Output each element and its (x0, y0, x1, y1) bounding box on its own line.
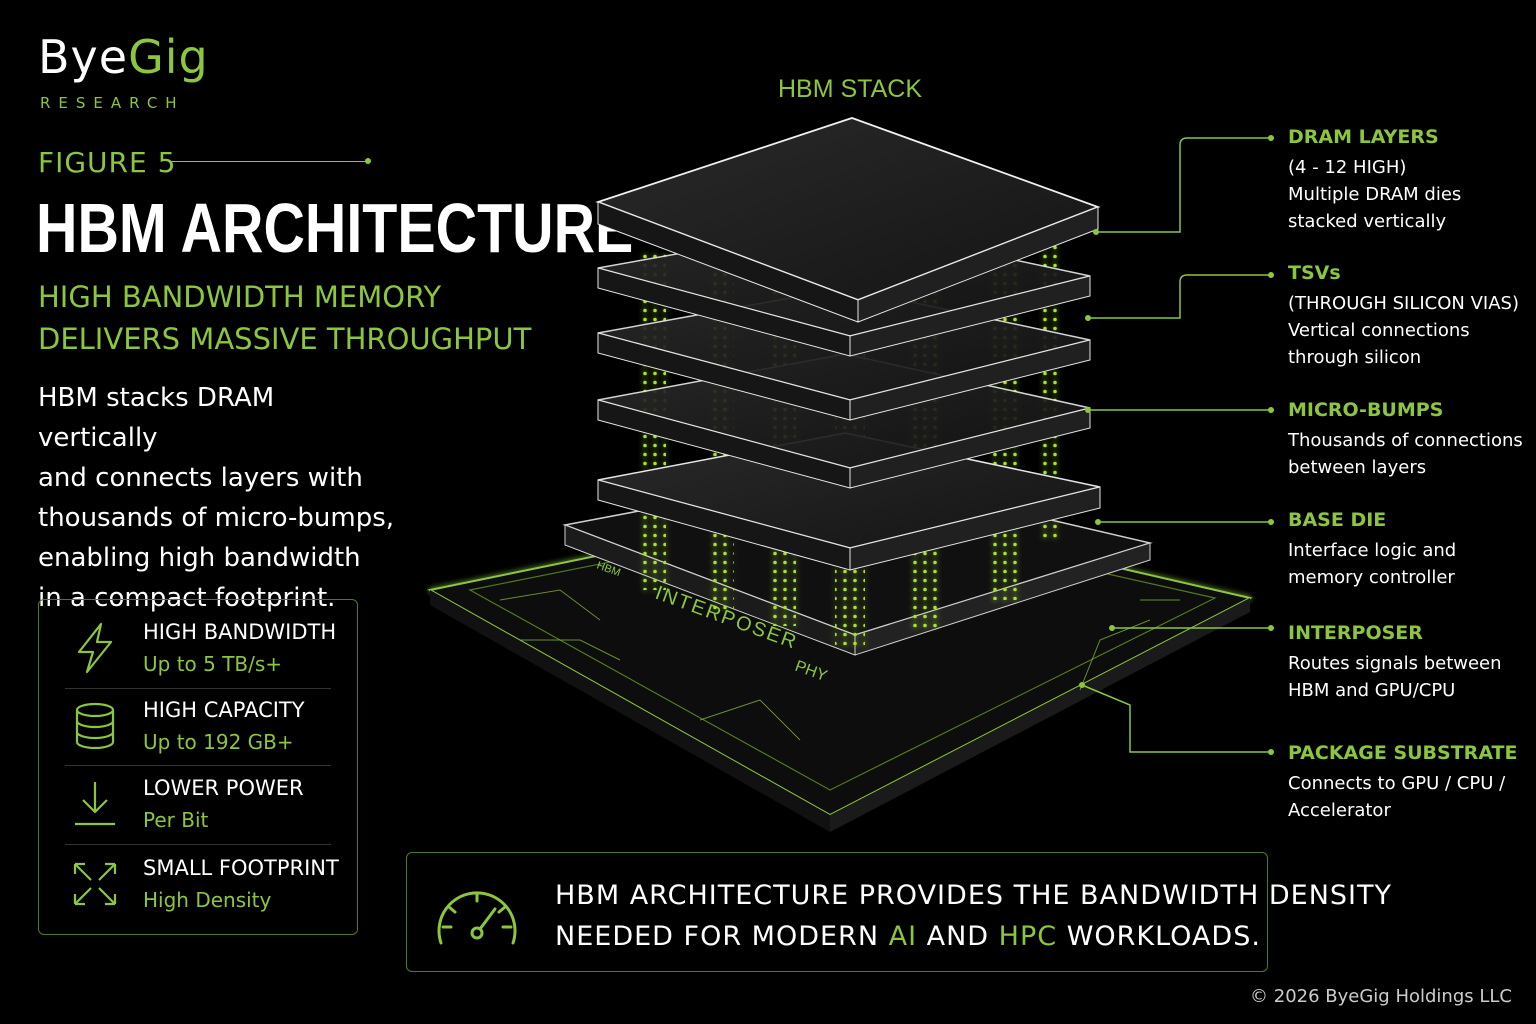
lightning-icon (77, 622, 113, 674)
brand-word-part1: Bye (38, 30, 129, 84)
callout-line: Connects to GPU / CPU / (1288, 773, 1506, 794)
banner-highlight-ai: AI (888, 921, 918, 952)
callout-line: through silicon (1288, 347, 1422, 368)
figure-label: FIGURE 5 (38, 146, 177, 179)
feature-item: HIGH BANDWIDTH Up to 5 TB/s+ (65, 610, 336, 686)
callout-dram-layers: DRAM LAYERS (4 - 12 HIGH) Multiple DRAM … (1288, 126, 1528, 235)
feature-title: SMALL FOOTPRINT (143, 856, 339, 880)
banner-text-part: NEEDED FOR MODERN (555, 921, 889, 952)
callout-title: BASE DIE (1288, 509, 1387, 531)
figure-divider (170, 161, 368, 162)
arrow-down-icon (75, 782, 115, 826)
banner-text: HBM ARCHITECTURE PROVIDES THE BANDWIDTH … (555, 875, 1392, 957)
description-line: and connects layers with (38, 463, 363, 493)
callout-line: (4 - 12 HIGH) (1288, 157, 1407, 178)
feature-detail: Up to 5 TB/s+ (143, 652, 283, 676)
callout-interposer: INTERPOSER Routes signals between HBM an… (1288, 622, 1528, 704)
callout-line: HBM and GPU/CPU (1288, 680, 1456, 701)
speedometer-icon (437, 891, 517, 945)
feature-divider (65, 844, 331, 845)
callout-line: stacked vertically (1288, 211, 1447, 232)
figure-divider-dot (365, 158, 371, 164)
stack-title: HBM STACK (778, 75, 922, 103)
feature-item: HIGH CAPACITY Up to 192 GB+ (65, 688, 331, 764)
callout-line: Accelerator (1288, 800, 1391, 821)
brand-word-part2: Gig (128, 30, 209, 84)
description: HBM stacks DRAM vertically and connects … (38, 378, 398, 618)
banner-text-part: WORKLOADS. (1057, 921, 1261, 952)
callout-title: MICRO-BUMPS (1288, 399, 1444, 421)
dram-layer-top (595, 117, 1101, 323)
banner-line: NEEDED FOR MODERN AI AND HPC WORKLOADS. (555, 916, 1392, 957)
callout-line: Interface logic and (1288, 540, 1457, 561)
callout-micro-bumps: MICRO-BUMPS Thousands of connections bet… (1288, 399, 1528, 481)
callout-line: Vertical connections (1288, 320, 1470, 341)
subtitle-line: HIGH BANDWIDTH MEMORY (38, 280, 442, 314)
banner-highlight-hpc: HPC (998, 921, 1058, 952)
feature-title: HIGH BANDWIDTH (143, 620, 337, 644)
feature-detail: High Density (143, 888, 272, 912)
description-line: thousands of micro-bumps, (38, 503, 395, 533)
hbm-stack-diagram: HBM STACK INTERPOSER PHY HBM (427, 75, 1274, 832)
callout-line: (THROUGH SILICON VIAS) (1288, 293, 1519, 314)
callout-line: memory controller (1288, 567, 1455, 588)
callout-title: DRAM LAYERS (1288, 126, 1439, 148)
brand-logo: ByeGig (38, 30, 209, 84)
banner-line: HBM ARCHITECTURE PROVIDES THE BANDWIDTH … (555, 880, 1392, 911)
page-subtitle: HIGH BANDWIDTH MEMORY DELIVERS MASSIVE T… (38, 276, 558, 360)
feature-divider (65, 688, 331, 689)
callout-tsvs: TSVs (THROUGH SILICON VIAS) Vertical con… (1288, 262, 1528, 371)
callout-leader-dots (1079, 135, 1274, 755)
feature-detail: Up to 192 GB+ (143, 730, 294, 754)
callout-line: Multiple DRAM dies (1288, 184, 1462, 205)
expand-arrows-icon (73, 862, 117, 906)
callout-title: PACKAGE SUBSTRATE (1288, 742, 1518, 764)
banner-text-part: AND (917, 921, 999, 952)
callout-leaders (1081, 137, 1270, 753)
features-panel: HIGH BANDWIDTH Up to 5 TB/s+ HIGH CAPACI… (38, 599, 358, 935)
callout-line: Thousands of connections (1288, 430, 1523, 451)
base-die (597, 432, 1101, 571)
callout-package-substrate: PACKAGE SUBSTRATE Connects to GPU / CPU … (1288, 742, 1528, 824)
feature-detail: Per Bit (143, 808, 209, 832)
feature-item: SMALL FOOTPRINT High Density (65, 846, 339, 922)
feature-title: HIGH CAPACITY (143, 698, 305, 722)
database-icon (75, 702, 115, 750)
callout-line: between layers (1288, 457, 1427, 478)
description-line: HBM stacks DRAM vertically (38, 383, 275, 453)
copyright: © 2026 ByeGig Holdings LLC (1250, 986, 1512, 1007)
callout-base-die: BASE DIE Interface logic and memory cont… (1288, 509, 1528, 591)
subtitle-line: DELIVERS MASSIVE THROUGHPUT (38, 322, 532, 356)
callout-line: Routes signals between (1288, 653, 1502, 674)
summary-banner: HBM ARCHITECTURE PROVIDES THE BANDWIDTH … (406, 852, 1391, 972)
callout-title: INTERPOSER (1288, 622, 1423, 644)
callout-title: TSVs (1288, 262, 1341, 284)
feature-divider (65, 765, 331, 766)
feature-title: LOWER POWER (143, 776, 304, 800)
description-line: enabling high bandwidth (38, 543, 361, 573)
brand-subtitle: RESEARCH (40, 94, 185, 112)
page-title: HBM ARCHITECTURE (36, 189, 634, 267)
feature-item: LOWER POWER Per Bit (65, 766, 331, 842)
description-line: in a compact footprint. (38, 583, 336, 613)
